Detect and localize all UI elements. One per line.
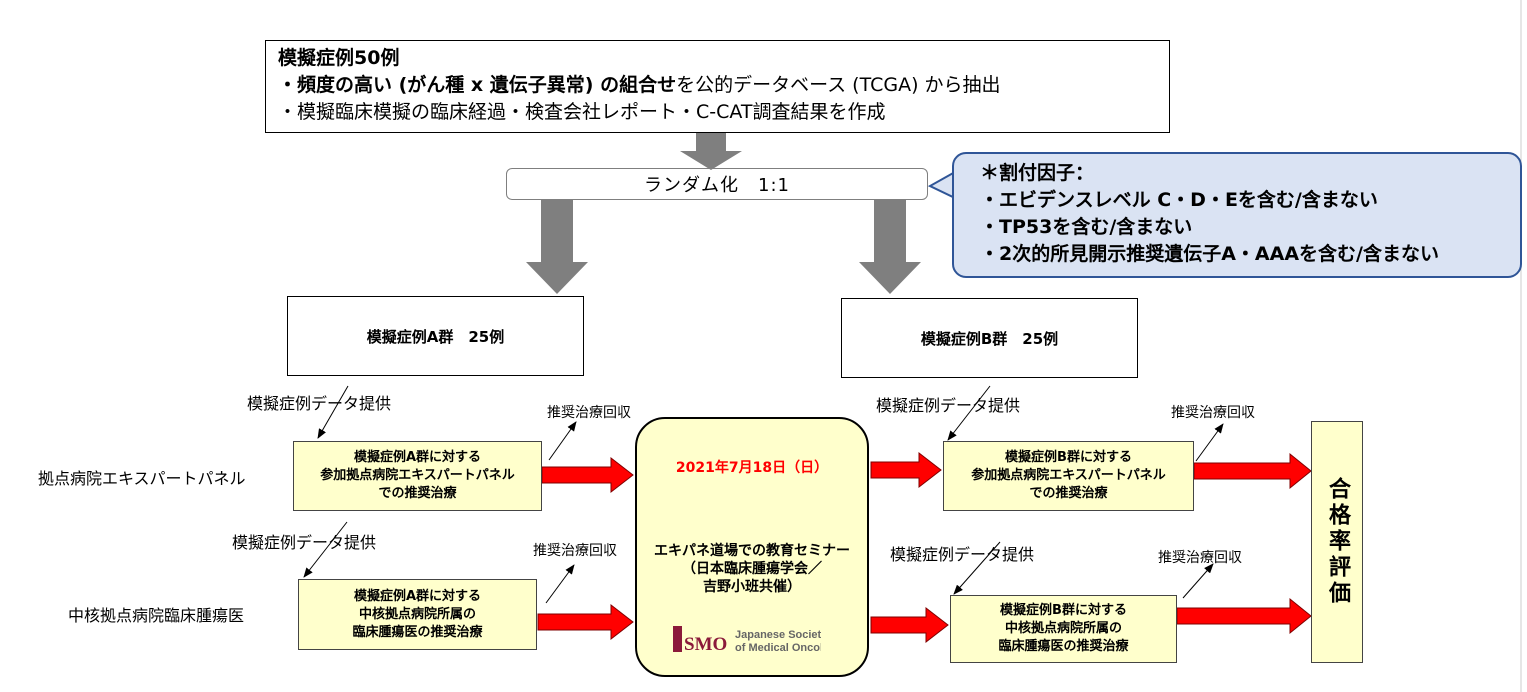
tcga-extraction-text: を公的データベース (TCGA) から抽出 — [676, 74, 1001, 96]
seminar-title-line: 吉野小班共催） — [703, 579, 801, 595]
box-line: 臨床腫瘍医の推奨治療 — [352, 624, 483, 640]
red-arrow-b-panel-to-eval — [1193, 452, 1312, 490]
collection-arrow-b1 — [1195, 423, 1224, 462]
pass-rate-evaluation-label: 合格率評価 — [1325, 477, 1350, 607]
recommendation-collection-label: 推奨治療回収 — [1171, 405, 1255, 421]
data-provision-label: 模擬症例データ提供 — [232, 533, 377, 552]
logo-name-line: Japanese Society — [735, 629, 821, 641]
clinical-course-text: ・模擬臨床模擬の臨床経過・検査会社レポート・C-CAT調査結果を作成 — [278, 101, 886, 123]
data-provision-label: 模擬症例データ提供 — [876, 396, 1021, 415]
gray-arrow-to-group-a — [526, 200, 588, 294]
data-provision-arrow-b1 — [947, 385, 991, 441]
data-provision-label: 模擬症例データ提供 — [890, 545, 1035, 564]
box-line: 模擬症例B群に対する — [1000, 603, 1127, 618]
red-arrow-seminar-to-b-onc — [870, 606, 949, 644]
allocation-factor-item: ・2次的所見開示推奨遺伝子A・AAAを含む/含まない — [980, 243, 1439, 265]
allocation-factor-item: ・TP53を含む/含まない — [980, 216, 1193, 238]
pass-rate-evaluation-box: 合格率評価 — [1311, 421, 1363, 663]
box-line: 臨床腫瘍医の推奨治療 — [998, 639, 1129, 654]
group-b-expert-panel-box: 模擬症例B群に対する 参加拠点病院エキスパートパネル での推奨治療 — [943, 441, 1194, 511]
jsmo-logo: SMO Japanese Society of Medical Oncology — [671, 623, 843, 661]
red-arrow-seminar-to-b-panel — [870, 451, 942, 489]
allocation-factors-title: ＊割付因子： — [980, 162, 1095, 184]
allocation-factor-item: ・エビデンスレベル C・D・Eを含む/含まない — [980, 189, 1378, 211]
randomization-label: ランダム化 1:1 — [644, 175, 790, 196]
expert-panel-row-label: 拠点病院エキスパートパネル — [38, 469, 246, 488]
group-a-oncologist-box: 模擬症例A群に対する 中核拠点病院所属の 臨床腫瘍医の推奨治療 — [298, 579, 537, 650]
data-provision-arrow-a1 — [317, 385, 349, 439]
group-a-box: 模擬症例A群 25例 — [287, 296, 584, 376]
box-line: 模擬症例A群に対する — [353, 450, 482, 465]
group-b-oncologist-box: 模擬症例B群に対する 中核拠点病院所属の 臨床腫瘍医の推奨治療 — [950, 595, 1177, 663]
box-line: 中核拠点病院所属の — [358, 606, 476, 622]
collection-arrow-a2 — [545, 564, 575, 604]
frequency-combination-text: ・頻度の高い (がん種 x 遺伝子異常) の組合せ — [278, 74, 677, 96]
recommendation-collection-label: 推奨治療回収 — [547, 405, 631, 421]
seminar-title-line: （日本臨床腫瘍学会／ — [682, 561, 822, 577]
seminar-title: エキパネ道場での教育セミナー （日本臨床腫瘍学会／ 吉野小班共催） — [637, 542, 867, 596]
collection-arrow-a1 — [548, 421, 577, 461]
box-line: 参加拠点病院エキスパートパネル — [971, 468, 1166, 483]
logo-name-line: of Medical Oncology — [735, 642, 821, 654]
group-b-box: 模擬症例B群 25例 — [841, 298, 1138, 378]
case-description-box: 模擬症例50例 ・頻度の高い (がん種 x 遺伝子異常) の組合せを公的データベ… — [265, 40, 1170, 133]
box-line: での推奨治療 — [1029, 486, 1108, 501]
case-count-title: 模擬症例50例 — [278, 47, 400, 69]
seminar-date: 2021年7月18日（日） — [675, 460, 829, 476]
oncologist-row-label: 中核拠点病院臨床腫瘍医 — [68, 606, 245, 625]
recommendation-collection-label: 推奨治療回収 — [1158, 550, 1242, 566]
box-line: 模擬症例B群に対する — [1005, 450, 1132, 465]
collection-arrow-b2 — [1182, 563, 1214, 599]
logo-abbrev: SMO — [684, 634, 727, 655]
data-provision-label: 模擬症例データ提供 — [247, 394, 392, 413]
logo-mark-icon — [673, 626, 682, 652]
gray-arrow-top-down — [680, 133, 742, 170]
red-arrow-a-panel-to-seminar — [541, 456, 634, 494]
red-arrow-a-onc-to-seminar — [537, 603, 634, 641]
seminar-title-line: エキパネ道場での教育セミナー — [654, 543, 850, 559]
data-provision-arrow-a2 — [303, 521, 348, 578]
group-a-expert-panel-box: 模擬症例A群に対する 参加拠点病院エキスパートパネル での推奨治療 — [293, 441, 542, 511]
group-b-label: 模擬症例B群 25例 — [920, 329, 1059, 348]
recommendation-collection-label: 推奨治療回収 — [533, 543, 617, 559]
gray-arrow-to-group-b — [859, 200, 921, 294]
box-line: 中核拠点病院所属の — [1004, 621, 1122, 636]
randomization-box: ランダム化 1:1 — [506, 168, 928, 200]
red-arrow-b-onc-to-eval — [1176, 597, 1312, 635]
education-seminar-box: 2021年7月18日（日） エキパネ道場での教育セミナー （日本臨床腫瘍学会／ … — [635, 417, 869, 677]
data-provision-arrow-b2 — [953, 541, 1001, 595]
box-line: 模擬症例A群に対する — [353, 588, 482, 604]
box-line: での推奨治療 — [378, 486, 457, 501]
box-line: 参加拠点病院エキスパートパネル — [320, 468, 515, 483]
group-a-label: 模擬症例A群 25例 — [366, 327, 505, 346]
allocation-factors-callout: ＊割付因子： ・エビデンスレベル C・D・Eを含む/含まない ・TP53を含む/… — [952, 152, 1522, 278]
